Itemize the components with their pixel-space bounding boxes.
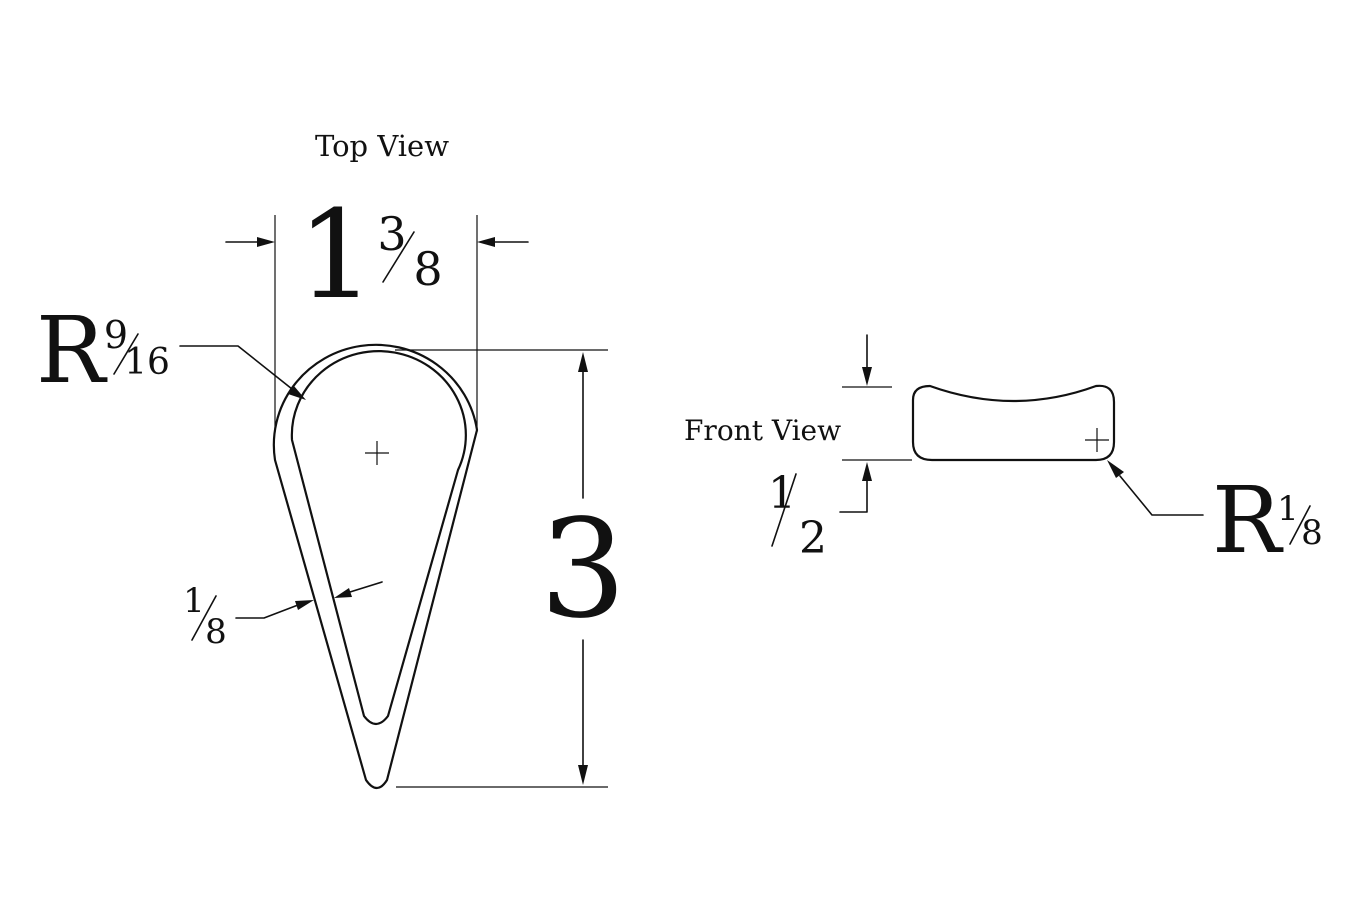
- front-view: Front View 1 2: [684, 334, 1323, 574]
- width-arrow-right: [477, 237, 495, 247]
- front-radius-denominator: 8: [1301, 513, 1323, 553]
- top-radius-callout: R 9 16: [36, 297, 306, 404]
- front-thickness-numerator: 1: [768, 468, 796, 519]
- height-dimension: 3: [395, 349, 627, 788]
- front-radius-numerator: 1: [1277, 489, 1299, 529]
- top-radius-denominator: 16: [124, 342, 170, 383]
- front-thickness-arrow-top: [862, 367, 872, 386]
- width-fraction-bar: [382, 231, 415, 283]
- width-dimension: 1 3 8: [225, 184, 529, 432]
- top-center-mark: [365, 441, 389, 465]
- height-value: 3: [540, 491, 627, 649]
- front-center-mark: [1085, 428, 1109, 452]
- front-thickness-dimension: 1 2: [768, 334, 912, 564]
- top-view-title: Top View: [315, 129, 449, 163]
- width-arrow-left: [257, 237, 275, 247]
- wall-leader-left: [235, 604, 299, 619]
- front-radius-leader: [1119, 475, 1204, 516]
- teardrop-inner-outline: [290, 350, 467, 726]
- width-denominator: 8: [413, 242, 442, 296]
- height-arrow-top: [578, 352, 588, 372]
- wall-leader-right: [349, 581, 383, 593]
- top-radius-fraction-bar: [113, 333, 139, 375]
- height-arrow-bottom: [578, 765, 588, 785]
- width-numerator: 3: [377, 207, 406, 261]
- top-view: Top View 1 3 8 R 9 16: [36, 129, 627, 790]
- width-whole: 1: [297, 184, 375, 326]
- front-radius-arrow: [1107, 460, 1124, 478]
- front-radius-prefix: R: [1212, 467, 1284, 574]
- wall-thickness-callout: 1 8: [183, 581, 383, 652]
- wall-denominator: 8: [205, 612, 227, 652]
- front-thickness-fraction-bar: [771, 473, 797, 547]
- teardrop-outer-outline: [272, 343, 479, 790]
- front-radius-fraction-bar: [1289, 505, 1311, 545]
- top-radius-prefix: R: [36, 297, 108, 404]
- top-radius-numerator: 9: [104, 313, 128, 357]
- front-radius-callout: R 1 8: [1107, 460, 1323, 574]
- wall-arrow-left: [295, 600, 314, 610]
- wall-numerator: 1: [183, 581, 205, 621]
- front-view-outline: [911, 384, 1116, 462]
- wall-arrow-right: [334, 588, 352, 598]
- front-thickness-denominator: 2: [799, 513, 827, 564]
- top-radius-leader: [179, 345, 293, 390]
- front-thickness-arrow-bottom: [862, 462, 872, 481]
- front-thickness-leader-bottom: [839, 479, 868, 513]
- front-view-title: Front View: [684, 414, 841, 447]
- wall-fraction-bar: [191, 595, 217, 641]
